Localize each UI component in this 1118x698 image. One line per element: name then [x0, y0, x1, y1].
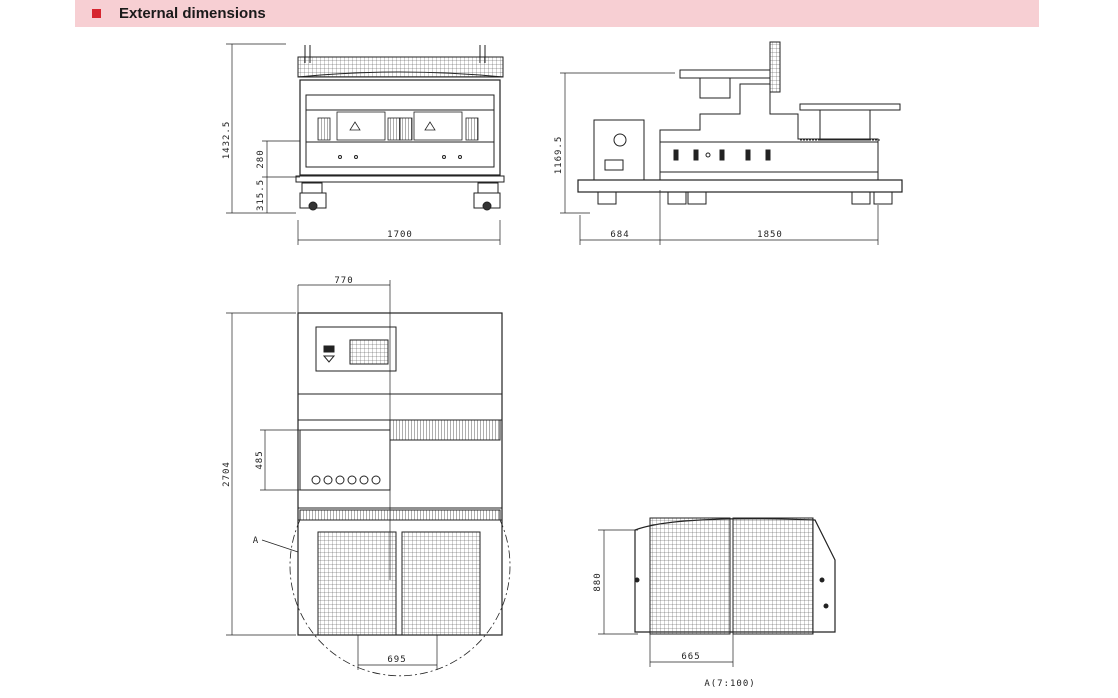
dim-front-width: 1700 — [387, 230, 413, 240]
side-view — [577, 41, 903, 205]
section-header: External dimensions — [75, 0, 1039, 27]
dim-detail-height: 880 — [593, 572, 603, 591]
dim-front-height: 1432.5 — [222, 121, 232, 160]
front-view — [295, 45, 505, 211]
detail-view-dimensions — [598, 529, 734, 667]
dim-top-width: 770 — [334, 276, 353, 286]
dim-detail-width: 665 — [681, 652, 700, 662]
dim-side-width-a: 684 — [610, 230, 629, 240]
section-title: External dimensions — [119, 5, 266, 22]
dim-side-height: 1169.5 — [554, 136, 564, 175]
dim-top-sub: 485 — [255, 450, 265, 469]
side-view-dimensions — [560, 72, 879, 245]
dim-top-depth: 2704 — [222, 461, 232, 487]
dim-front-sub-a: 280 — [256, 149, 266, 168]
dim-top-bottom: 695 — [387, 655, 406, 665]
dim-front-sub-b: 315.5 — [256, 179, 266, 211]
section-bullet-icon — [92, 9, 101, 18]
detail-view — [634, 517, 836, 635]
top-view-dimensions — [226, 280, 438, 670]
detail-caption: A(7:100) — [704, 679, 755, 689]
front-view-dimensions — [226, 43, 501, 245]
detail-marker-label: A — [253, 536, 259, 546]
top-view — [289, 312, 511, 677]
dim-side-width-b: 1850 — [757, 230, 783, 240]
